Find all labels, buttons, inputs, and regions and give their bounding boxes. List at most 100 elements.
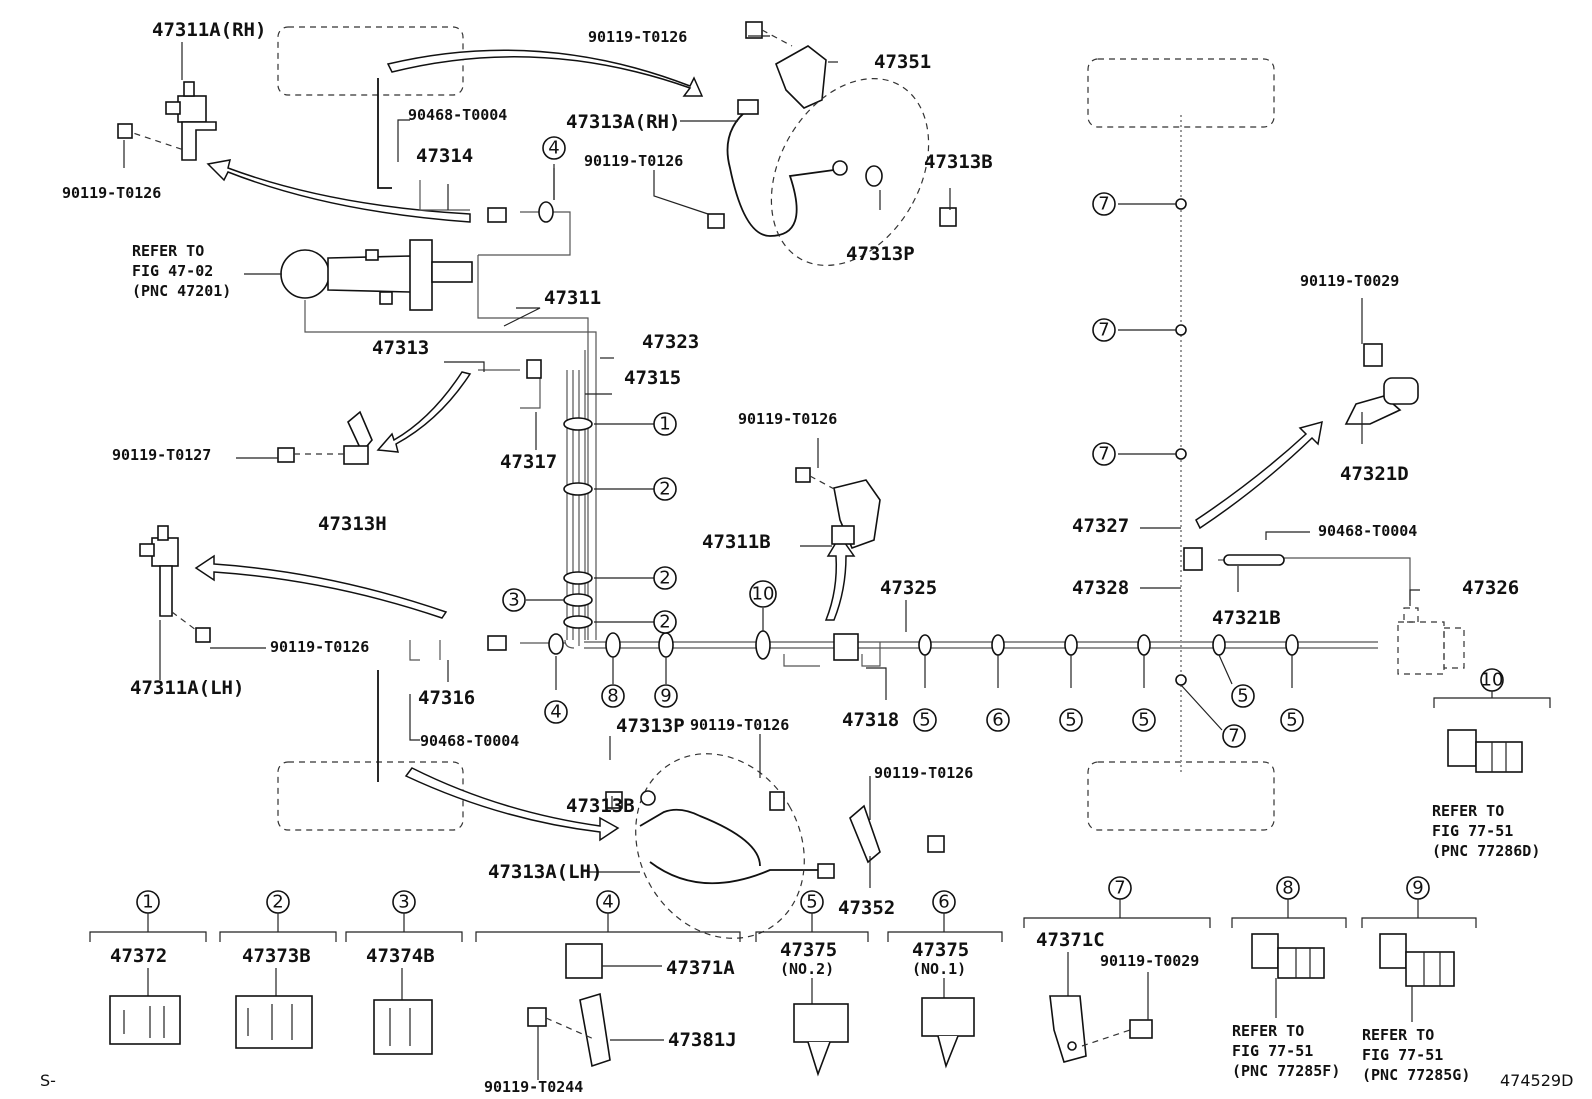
- label-47313P-top: 47313P: [846, 243, 915, 265]
- clamp-point-7c: [1175, 448, 1187, 460]
- label-90119-T0029: 90119-T0029: [1300, 272, 1399, 290]
- label-47311B: 47311B: [702, 531, 771, 553]
- label-90119-lh: 90119-T0126: [270, 638, 369, 656]
- label-47314: 47314: [416, 145, 473, 167]
- pipe-clamps: [538, 201, 1299, 660]
- label-47311: 47311: [544, 287, 601, 309]
- label-47313B-top: 47313B: [924, 151, 993, 173]
- label-90119-b: 90119-T0126: [738, 410, 837, 428]
- callout-6: 6: [992, 710, 1003, 731]
- arrow-to-47311B: [824, 534, 856, 621]
- label-refer-line2: FIG 47-02: [132, 262, 213, 280]
- callout-1: 1: [659, 414, 670, 435]
- rear-unit-47326: [1397, 607, 1465, 675]
- arrow-to-47313A-LH: [404, 767, 620, 842]
- callout-5e: 5: [1286, 710, 1297, 731]
- brake-pipes: [304, 180, 1411, 667]
- callout-9: 9: [660, 686, 671, 707]
- legend-9-refer1: REFER TO: [1362, 1026, 1434, 1044]
- label-90119-T0127: 90119-T0127: [112, 446, 211, 464]
- clamp-point-7b: [1175, 324, 1187, 336]
- callout-7b: 7: [1098, 320, 1109, 341]
- legend-4: 4 47371A 47381J 90119-T0244: [475, 890, 741, 1096]
- placeholder-box-bottom-left: [277, 761, 464, 831]
- arrow-to-47313H: [376, 371, 472, 453]
- label-47352: 47352: [838, 897, 895, 919]
- master-cylinder: [280, 239, 473, 311]
- legend-4-num: 4: [602, 892, 613, 913]
- placeholder-box-bottom-right: [1087, 761, 1275, 831]
- callout-5b: 5: [1065, 710, 1076, 731]
- arrow-to-47351: [386, 49, 704, 97]
- callout-5d: 5: [1237, 686, 1248, 707]
- label-47313B-bottom: 47313B: [566, 795, 635, 817]
- callout-10-bracket: [1433, 691, 1551, 708]
- label-47316: 47316: [418, 687, 475, 709]
- legend-6: 6 47375 (NO.1): [887, 890, 1003, 1069]
- label-90468-bottom: 90468-T0004: [420, 732, 519, 750]
- legend-1: 1 47372: [89, 890, 207, 1045]
- label-refer-line1: REFER TO: [132, 242, 204, 260]
- label-90468-top: 90468-T0004: [408, 106, 507, 124]
- label-90119-top-center: 90119-T0126: [588, 28, 687, 46]
- bracket-47351: [745, 21, 827, 109]
- legend-3-part: 47374B: [366, 945, 435, 967]
- callout-8: 8: [607, 686, 618, 707]
- tee-47318: [833, 633, 859, 661]
- label-47328: 47328: [1072, 577, 1129, 599]
- label-47326: 47326: [1462, 577, 1519, 599]
- clamp-10-drawing: [1447, 729, 1523, 773]
- legend-7: 7 47371C 90119-T0029: [1023, 876, 1211, 1063]
- legend-8-refer3: (PNC 77285F): [1232, 1062, 1340, 1080]
- legend-8-refer1: REFER TO: [1232, 1022, 1304, 1040]
- label-refer-line3: (PNC 47201): [132, 282, 231, 300]
- diagram-code: 474529D: [1500, 1071, 1573, 1090]
- label-47321B: 47321B: [1212, 607, 1281, 629]
- bracket-47313H: [277, 410, 373, 465]
- union-47314: [487, 207, 507, 223]
- legend-9-refer2: FIG 77-51: [1362, 1046, 1443, 1064]
- legend-3: 3 47374B: [345, 890, 463, 1055]
- label-47311A-LH: 47311A(LH): [130, 677, 244, 699]
- legend-5-num: 5: [806, 892, 817, 913]
- label-47313P-bottom: 47313P: [616, 715, 685, 737]
- tee-47313: [526, 359, 542, 379]
- proportioning-valve-rh: [117, 81, 217, 161]
- legend-7-part: 47371C: [1036, 929, 1105, 951]
- legend-6-sub: (NO.1): [912, 960, 966, 978]
- label-47313A-RH: 47313A(RH): [566, 111, 680, 133]
- legend-9-num: 9: [1412, 878, 1423, 899]
- refer10-line2: FIG 77-51: [1432, 822, 1513, 840]
- callout-10: 10: [752, 584, 775, 605]
- arrow-to-47311A-LH: [194, 554, 448, 619]
- callout-5a: 5: [919, 710, 930, 731]
- legend-4-part-b: 47381J: [668, 1029, 737, 1051]
- bracket-47321D: [1344, 343, 1419, 425]
- callout-10-group-num: 10: [1481, 670, 1504, 691]
- label-90119-bottom-center: 90119-T0126: [690, 716, 789, 734]
- label-47311A-RH: 47311A(RH): [152, 19, 266, 41]
- brake-hose-rh: [707, 77, 957, 267]
- union-47316: [487, 635, 507, 651]
- callout-7c: 7: [1098, 444, 1109, 465]
- label-47327: 47327: [1072, 515, 1129, 537]
- legend-1-num: 1: [142, 892, 153, 913]
- brake-hose-lh: [605, 753, 835, 939]
- legend-7-num: 7: [1114, 878, 1125, 899]
- legend-4-part-a: 47371A: [666, 957, 735, 979]
- placeholder-box-top-left: [277, 26, 464, 96]
- legend-5-part: 47375: [780, 939, 837, 961]
- pipe-end-top: [377, 78, 392, 189]
- legend-2-num: 2: [272, 892, 283, 913]
- legend-8-num: 8: [1282, 878, 1293, 899]
- label-47318: 47318: [842, 709, 899, 731]
- label-90468-right: 90468-T0004: [1318, 522, 1417, 540]
- refer10-line3: (PNC 77286D): [1432, 842, 1540, 860]
- callouts: 4 1 2 2 3 2 4 8 9 10 5 6 5 5 5 5 7 7 7 7: [502, 136, 1304, 748]
- legend-4-bolt: 90119-T0244: [484, 1078, 583, 1096]
- callout-5c: 5: [1138, 710, 1149, 731]
- legend-8-refer2: FIG 77-51: [1232, 1042, 1313, 1060]
- callout-4-top: 4: [548, 138, 559, 159]
